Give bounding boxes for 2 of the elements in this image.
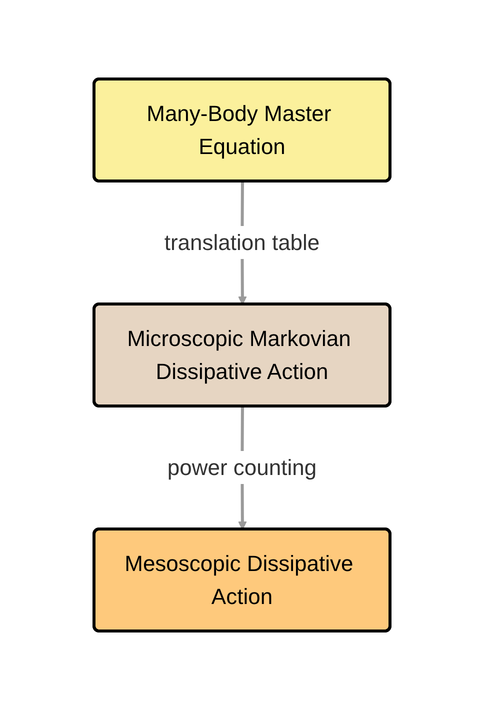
edge-label: power counting — [167, 454, 317, 480]
edge-label: translation table — [164, 230, 320, 254]
